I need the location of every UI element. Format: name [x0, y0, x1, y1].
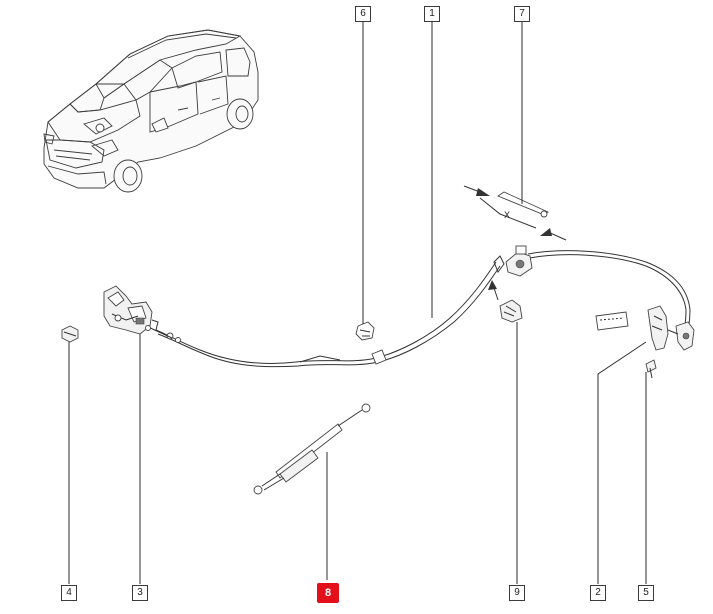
vehicle-illustration — [43, 29, 259, 193]
bumper-stop — [61, 325, 79, 343]
cable-connector — [493, 245, 533, 277]
support-rod: X — [463, 185, 567, 241]
callout-7[interactable]: 7 — [514, 6, 530, 22]
callout-1[interactable]: 1 — [424, 6, 440, 22]
bolt — [645, 359, 657, 379]
callout-3[interactable]: 3 — [132, 585, 148, 601]
callout-5[interactable]: 5 — [638, 585, 654, 601]
callout-2[interactable]: 2 — [590, 585, 606, 601]
cable-clip — [488, 280, 523, 323]
hood-latch — [103, 285, 159, 335]
leader-lines — [68, 22, 647, 584]
retaining-clip — [355, 321, 375, 341]
gas-strut — [253, 403, 371, 495]
release-cable — [145, 250, 691, 368]
callout-8-highlighted[interactable]: 8 — [317, 583, 339, 603]
callout-9[interactable]: 9 — [509, 585, 525, 601]
callout-6[interactable]: 6 — [355, 6, 371, 22]
callout-4[interactable]: 4 — [61, 585, 77, 601]
release-lever — [595, 305, 695, 351]
dimension-mark: X — [504, 210, 510, 220]
